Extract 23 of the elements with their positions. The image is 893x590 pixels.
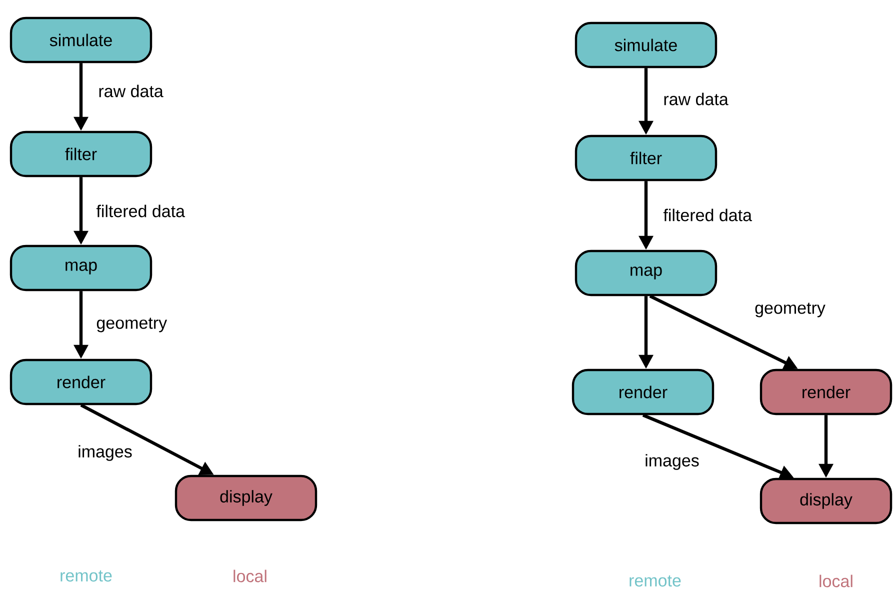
edge-label: geometry [95, 316, 168, 334]
process-box: render [10, 358, 152, 406]
process-box: simulate [574, 22, 718, 68]
process-box: map [10, 244, 152, 292]
edge-label: images [76, 444, 134, 462]
region-label: local [234, 570, 266, 582]
process-box: display [760, 478, 892, 524]
edge-label: raw data [97, 84, 164, 98]
region-label: remote [60, 570, 112, 582]
edge-label: raw data [662, 92, 730, 106]
process-box: map [574, 250, 718, 296]
edge-label: filtered data [95, 204, 186, 218]
process-box: filter [574, 134, 718, 182]
process-box: filter [10, 130, 152, 178]
process-box: simulate [10, 16, 152, 64]
process-box: display [174, 474, 318, 522]
region-label: local [820, 574, 852, 588]
process-box: render [572, 368, 714, 416]
region-label: remote [630, 575, 681, 587]
edge-label: filtered data [662, 208, 754, 222]
edge-label: geometry [754, 302, 826, 318]
edge-label: images [644, 453, 700, 471]
process-box: render [760, 368, 892, 416]
